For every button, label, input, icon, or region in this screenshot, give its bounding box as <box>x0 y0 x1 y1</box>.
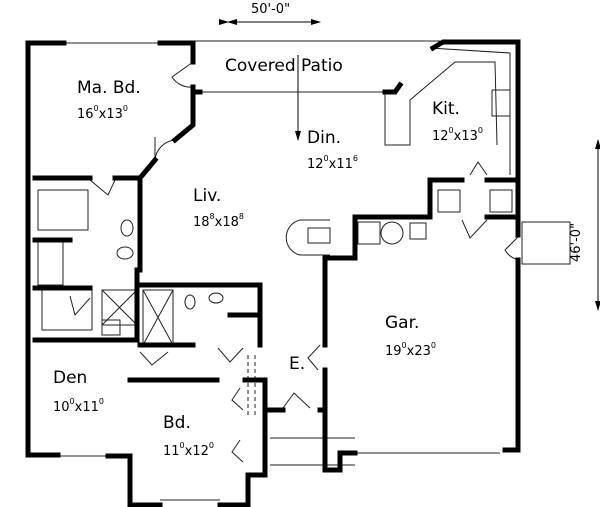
room-label-bedroom: Bd. <box>163 413 191 433</box>
room-size-kitchen: 120x130 <box>432 126 483 144</box>
walls <box>25 39 521 507</box>
room-label-garage: Gar. <box>385 313 420 333</box>
room-label-master-bedroom: Ma. Bd. <box>77 78 141 98</box>
room-size-dining: 120x116 <box>307 154 358 172</box>
room-size-den: 100x110 <box>53 397 104 415</box>
room-label-living: Liv. <box>193 186 222 206</box>
room-size-living: 188x188 <box>193 212 244 230</box>
room-label-den: Den <box>53 368 88 388</box>
room-label-covered-patio: Covered Patio <box>225 56 343 76</box>
room-size-master-bedroom: 160x130 <box>77 104 128 122</box>
overall-depth-dimension: 46'-0" <box>569 222 584 262</box>
room-label-entry: E. <box>289 354 306 374</box>
room-label-kitchen: Kit. <box>432 99 460 119</box>
dimension-lines <box>219 19 600 311</box>
room-size-garage: 190x230 <box>385 341 436 359</box>
overall-width-dimension: 50'-0" <box>251 2 291 17</box>
room-size-bedroom: 110x120 <box>163 441 214 459</box>
room-label-dining: Din. <box>307 128 341 148</box>
